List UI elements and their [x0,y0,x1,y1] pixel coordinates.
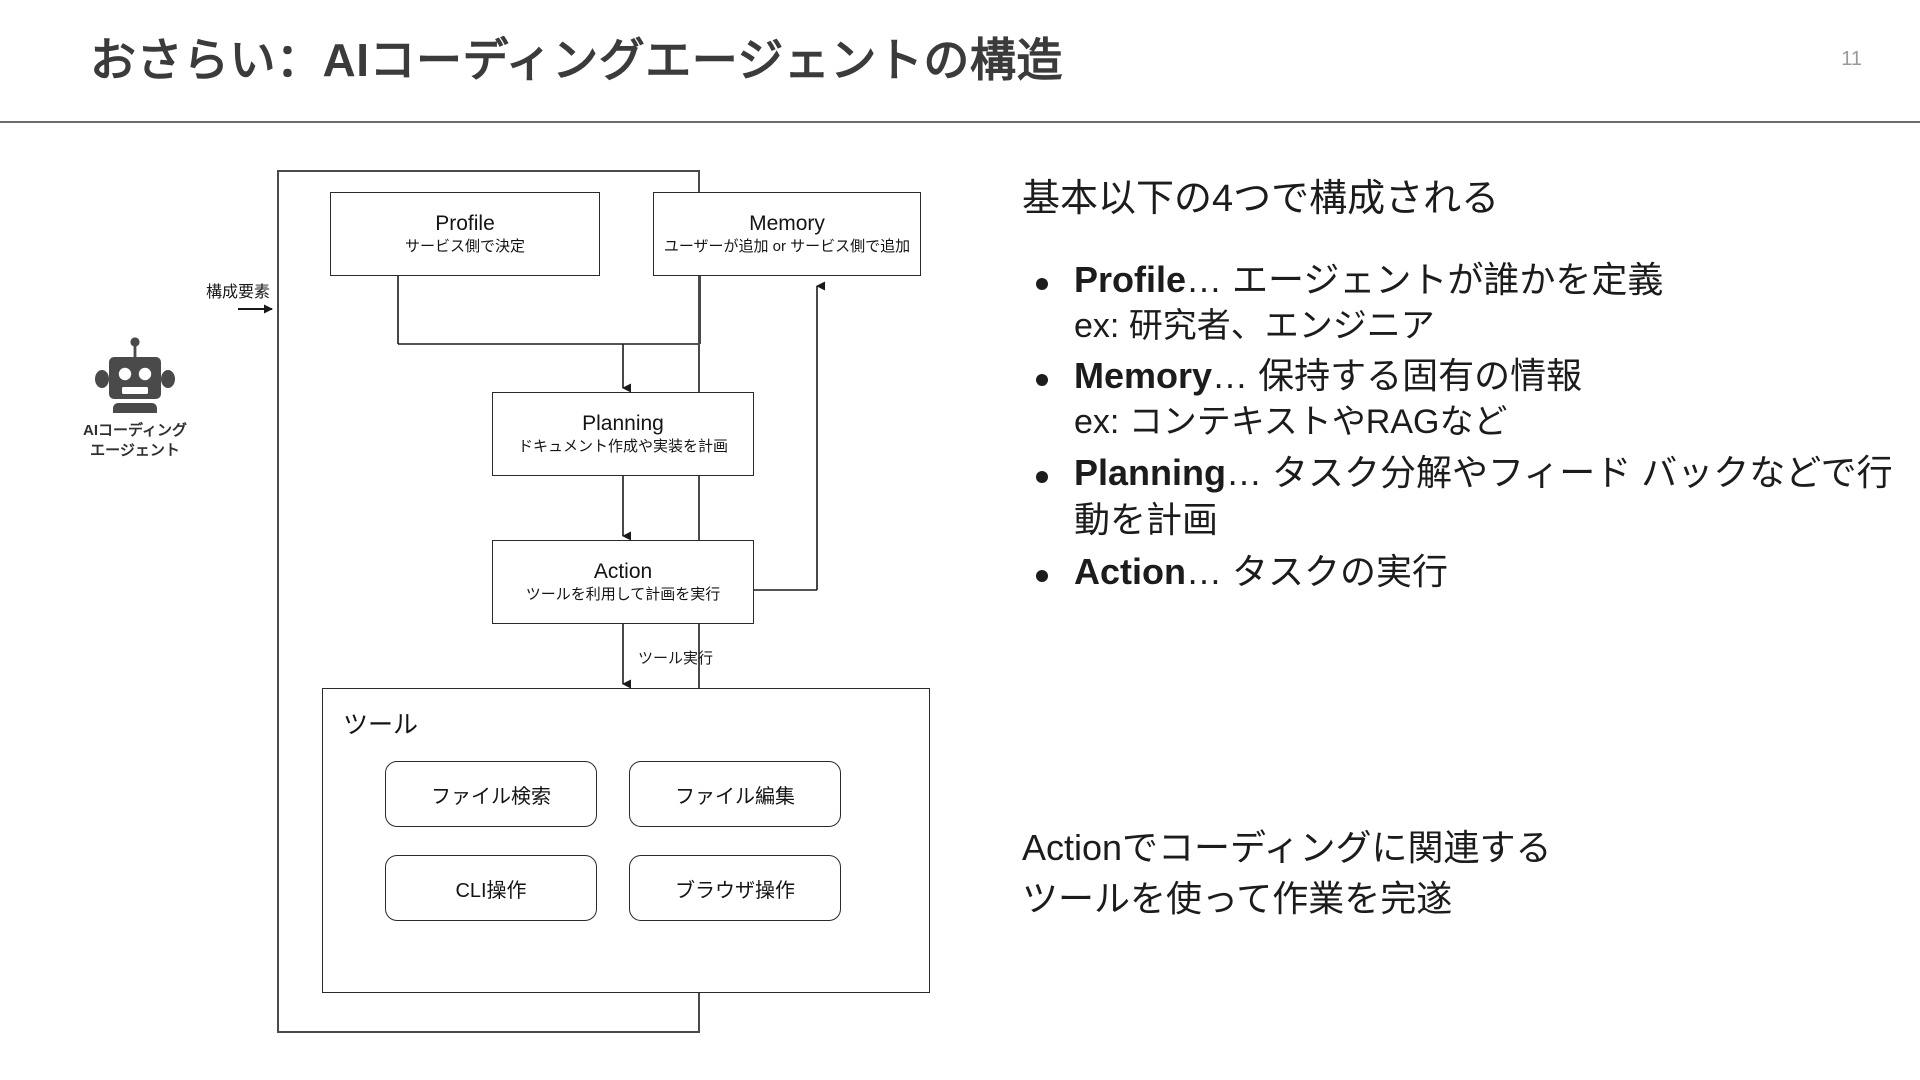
bullet-line-action: Action… タスクの実行 [1074,548,1912,596]
node-planning[interactable]: Planning ドキュメント作成や実装を計画 [492,392,754,476]
bullet-separator-planning: … [1226,451,1262,493]
slide-header: おさらい：AIコーディングエージェントの構造 11 [0,0,1920,123]
tools-grid: ファイル検索 ファイル編集 CLI操作 ブラウザ操作 [385,761,869,921]
node-planning-subtitle: ドキュメント作成や実装を計画 [517,438,728,456]
ai-coding-agent-figure: AIコーディング エージェント [40,337,230,462]
tool-chip-file-edit[interactable]: ファイル編集 [629,761,841,827]
edge-label-tool-execution: ツール実行 [638,650,714,667]
bullet-separator-action: … [1186,550,1222,592]
agent-architecture-diagram: AIコーディング エージェント 構成要素 [0,122,1010,1080]
bullet-description-action: タスクの実行 [1232,550,1449,592]
tools-heading: ツール [343,711,419,739]
agent-caption: AIコーディング エージェント [83,422,187,460]
bullet-example-profile: ex: 研究者、エンジニア [1074,306,1435,345]
node-action-title: Action [593,559,653,583]
intro-text: 基本以下の4つで構成される [1022,178,1500,220]
bullet-term-action: Action [1074,550,1186,592]
node-planning-title: Planning [582,411,664,435]
node-profile-subtitle: サービス側で決定 [404,238,525,256]
node-profile-title: Profile [435,211,495,235]
node-memory[interactable]: Memory ユーザーが追加 or サービス側で追加 [653,192,921,276]
component-bullet-list: Profile… エージェントが誰かを定義 ex: 研究者、エンジニア Memo… [1022,256,1912,599]
list-item-action: Action… タスクの実行 [1022,548,1912,596]
bullet-example-memory: ex: コンテキストやRAGなど [1074,402,1508,441]
tool-chip-cli-operation[interactable]: CLI操作 [385,855,597,921]
bullet-line-planning: Planning… タスク分解やフィード バックなどで行動を計画 [1074,449,1912,544]
tools-group: ツール ファイル検索 ファイル編集 CLI操作 ブラウザ操作 [322,688,930,993]
bullet-line-memory: Memory… 保持する固有の情報 [1074,352,1912,400]
bullet-term-memory: Memory [1074,355,1213,397]
closing-text: Actionでコーディングに関連する ツールを使って作業を完遂 [1022,827,1552,920]
bullet-description-planning: タスク分解やフィード バックなどで行動を計画 [1074,451,1893,541]
tool-chip-browser-operation[interactable]: ブラウザ操作 [629,855,841,921]
node-memory-title: Memory [749,211,825,235]
node-action[interactable]: Action ツールを利用して計画を実行 [492,540,754,624]
header-divider [0,121,1920,123]
page-title: おさらい：AIコーディングエージェントの構造 [90,34,1063,86]
bullet-description-profile: エージェントが誰かを定義 [1232,259,1664,300]
node-profile[interactable]: Profile サービス側で決定 [330,192,600,276]
bullet-line-profile: Profile… エージェントが誰かを定義 [1074,256,1912,304]
list-item-memory: Memory… 保持する固有の情報 ex: コンテキストやRAGなど [1022,352,1912,444]
tool-chip-file-search[interactable]: ファイル検索 [385,761,597,827]
robot-icon [95,337,175,413]
bullet-description-memory: 保持する固有の情報 [1258,355,1583,397]
bullet-term-profile: Profile [1074,259,1187,300]
page-number: 11 [1841,48,1862,70]
bullet-separator-memory: … [1212,355,1249,397]
explanation-panel: 基本以下の4つで構成される Profile… エージェントが誰かを定義 ex: … [1022,122,1920,1080]
node-memory-subtitle: ユーザーが追加 or サービス側で追加 [663,238,911,256]
bullet-term-planning: Planning [1074,451,1226,493]
edge-label-component: 構成要素 [205,284,270,301]
node-action-subtitle: ツールを利用して計画を実行 [525,586,721,604]
list-item-profile: Profile… エージェントが誰かを定義 ex: 研究者、エンジニア [1022,256,1912,348]
bullet-separator-profile: … [1186,259,1223,300]
list-item-planning: Planning… タスク分解やフィード バックなどで行動を計画 [1022,449,1912,544]
